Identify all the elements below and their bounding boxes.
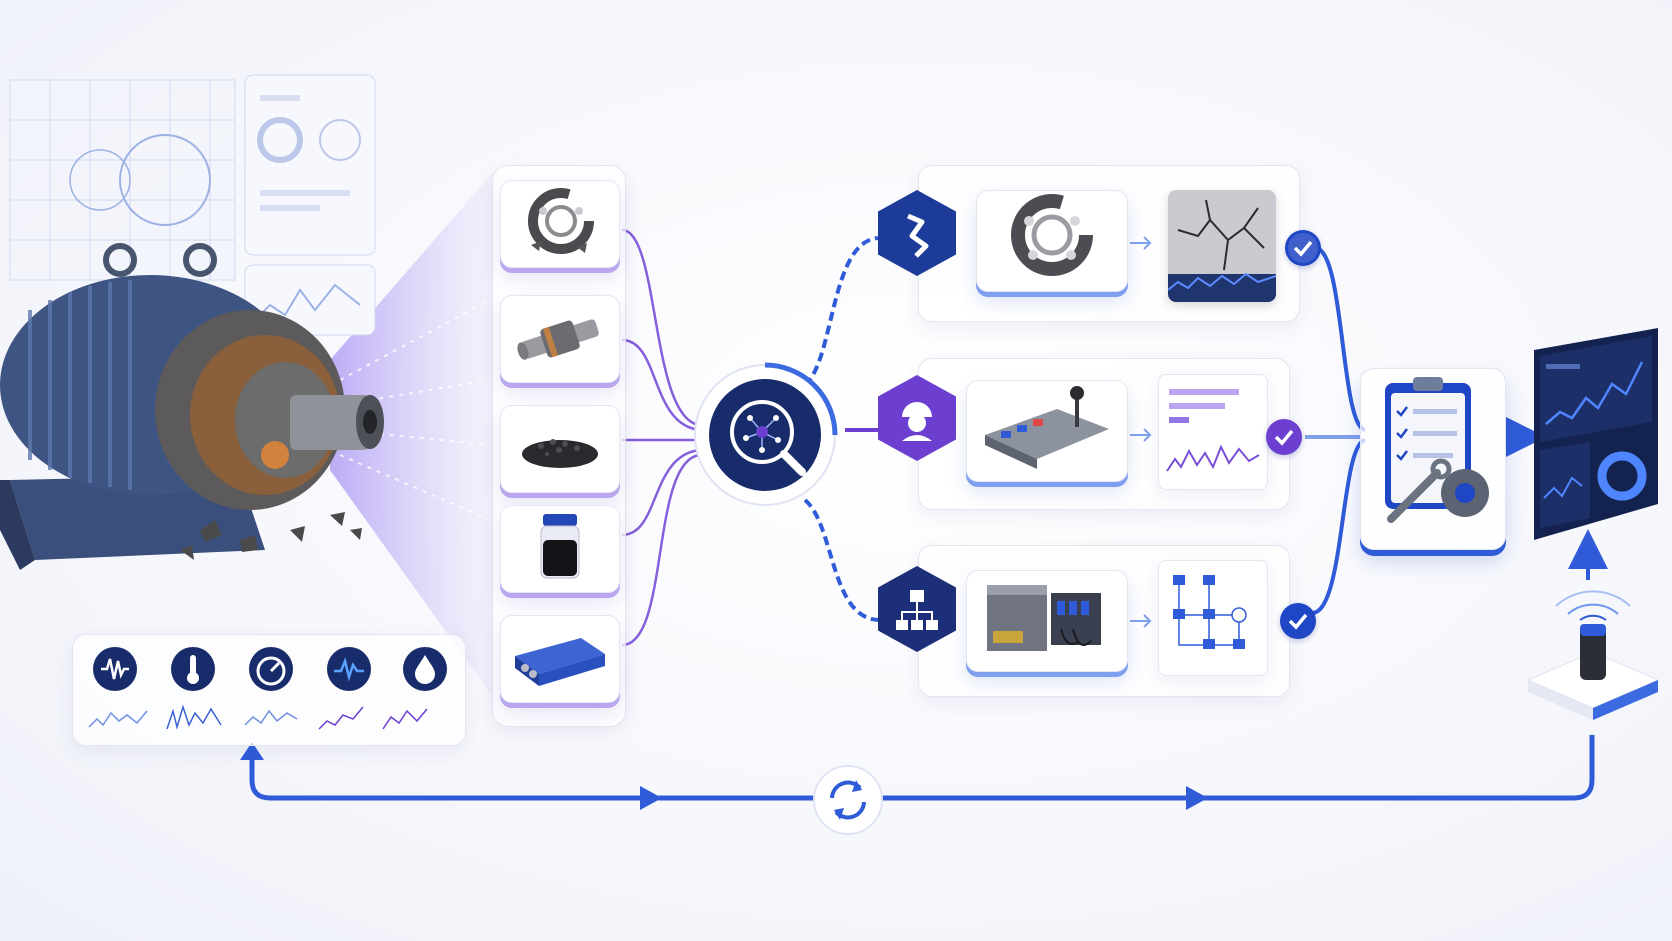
analysis-hub[interactable] — [690, 360, 840, 510]
input-tile-bearing[interactable] — [500, 180, 620, 268]
input-tile-oil-sample[interactable] — [500, 505, 620, 593]
broken-bearing-icon — [528, 188, 594, 254]
arrow-right-icon — [1130, 236, 1152, 250]
evidence-tile-control-panel[interactable] — [966, 380, 1128, 482]
plc-rack-icon — [987, 585, 1101, 651]
trend-chart-icon — [1166, 389, 1260, 472]
wear-debris-icon — [522, 439, 598, 468]
oil-drop-icon — [403, 647, 447, 691]
technician-icon[interactable] — [878, 375, 956, 461]
monitoring-dashboard[interactable] — [1530, 328, 1662, 540]
result-trend-chart[interactable] — [1158, 374, 1268, 490]
feedback-loop-line — [249, 735, 1595, 801]
cracked-surface-icon — [1168, 190, 1276, 302]
gauge-icon — [249, 647, 293, 691]
damaged-motor — [0, 230, 400, 610]
check-badge-3 — [1280, 603, 1316, 639]
vibration-icon — [93, 647, 137, 691]
input-tile-debris[interactable] — [500, 405, 620, 493]
oil-sample-icon — [540, 514, 580, 579]
wireless-sensor-icon — [1526, 590, 1660, 720]
check-badge-2 — [1266, 419, 1302, 455]
arrow-right-icon — [1130, 428, 1152, 442]
result-cracked-surface[interactable] — [1168, 190, 1276, 302]
input-tile-sensor-module[interactable] — [500, 615, 620, 703]
waveform-icon — [327, 647, 371, 691]
logic-diagram-icon — [1173, 575, 1247, 649]
maintenance-plan[interactable] — [1360, 368, 1506, 550]
sensor-trend-lines — [88, 704, 428, 730]
result-logic-diagram[interactable] — [1158, 560, 1268, 676]
arrow-right-icon — [1130, 614, 1152, 628]
fractured-bearing-icon — [1011, 194, 1093, 276]
thermometer-icon — [171, 647, 215, 691]
control-panel-icon — [985, 386, 1109, 469]
monitoring-dashboard-icon — [1534, 328, 1658, 540]
sensor-module-icon — [515, 638, 605, 686]
evidence-tile-plc[interactable] — [966, 570, 1128, 672]
shaft-coupling-icon — [517, 319, 599, 360]
maintenance-checklist-icon — [1385, 377, 1489, 523]
evidence-tile-bearing[interactable] — [976, 190, 1128, 292]
sensor-signals-panel — [72, 634, 466, 746]
analysis-magnifier-icon — [694, 362, 838, 506]
check-badge-1 — [1285, 230, 1321, 266]
wireless-sensor[interactable] — [1518, 570, 1668, 740]
refresh-cycle-icon[interactable] — [812, 764, 884, 836]
input-tile-shaft[interactable] — [500, 295, 620, 383]
scan-beam — [330, 170, 495, 700]
